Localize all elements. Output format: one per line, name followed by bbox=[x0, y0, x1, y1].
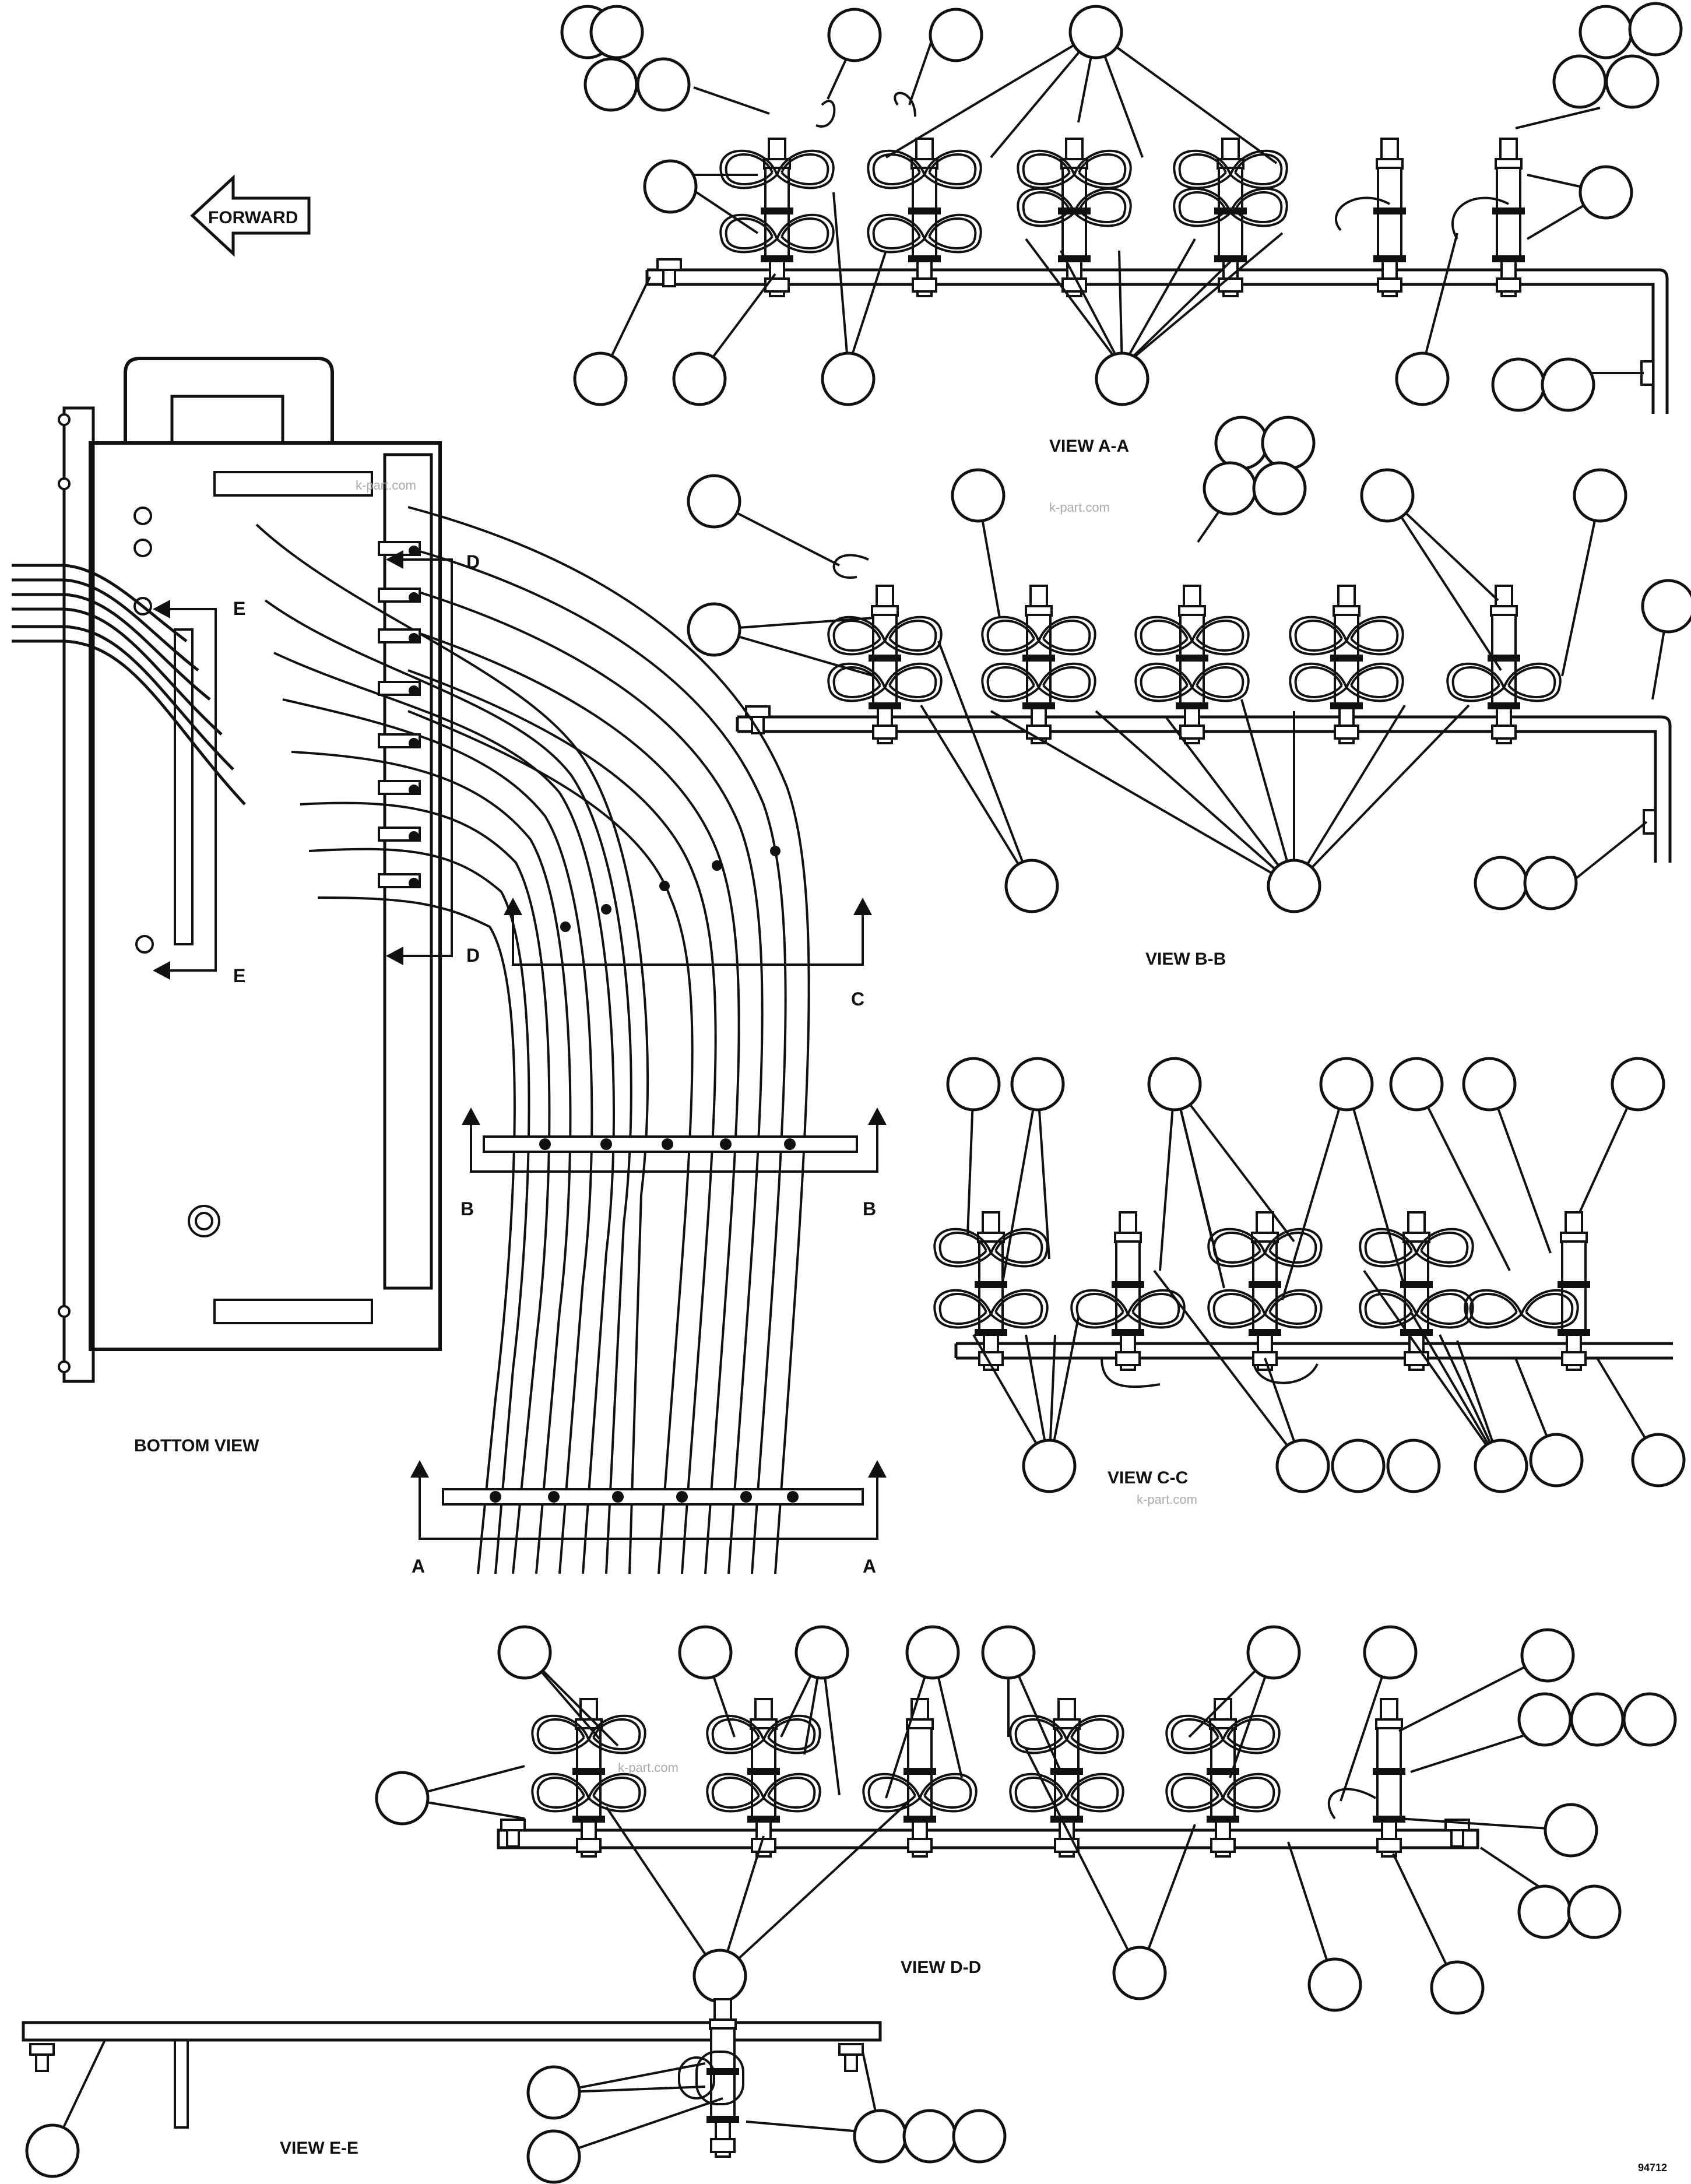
view-d-d: VIEW D-D bbox=[377, 1627, 1675, 2013]
section-b-label-left: B bbox=[460, 1198, 474, 1219]
section-d-label-bottom: D bbox=[466, 945, 480, 966]
section-e-label-top: E bbox=[233, 598, 245, 619]
watermark-text: k-part.com bbox=[1049, 500, 1110, 515]
view-b-b: VIEW B-B bbox=[688, 417, 1691, 969]
view-e-e: VIEW E-E bbox=[22, 1998, 1005, 2182]
view-d-d-label: VIEW D-D bbox=[901, 1958, 981, 1977]
watermark-text-2: k-part.com bbox=[356, 478, 416, 493]
view-c-c: VIEW C-C bbox=[933, 1058, 1684, 1492]
section-a-label-left: A bbox=[412, 1556, 425, 1577]
forward-label: FORWARD bbox=[208, 208, 298, 227]
section-d-label-top: D bbox=[466, 551, 480, 572]
section-c-label: C bbox=[851, 989, 864, 1010]
section-b-label-right: B bbox=[863, 1198, 876, 1219]
view-c-c-label: VIEW C-C bbox=[1108, 1468, 1188, 1487]
watermark-text-4: k-part.com bbox=[618, 1760, 678, 1775]
view-a-a: VIEW A-A bbox=[562, 3, 1681, 456]
section-e-label-bottom: E bbox=[233, 965, 245, 986]
watermark-text-3: k-part.com bbox=[1137, 1492, 1197, 1507]
drawing-number: 94712 bbox=[1638, 2162, 1667, 2174]
view-e-e-label: VIEW E-E bbox=[280, 2139, 358, 2158]
bottom-view: FORWARD bbox=[12, 174, 887, 1577]
section-a-label-right: A bbox=[863, 1556, 876, 1577]
view-a-a-label: VIEW A-A bbox=[1049, 437, 1129, 456]
bottom-view-label: BOTTOM VIEW bbox=[134, 1436, 259, 1455]
view-b-b-label: VIEW B-B bbox=[1145, 949, 1226, 969]
